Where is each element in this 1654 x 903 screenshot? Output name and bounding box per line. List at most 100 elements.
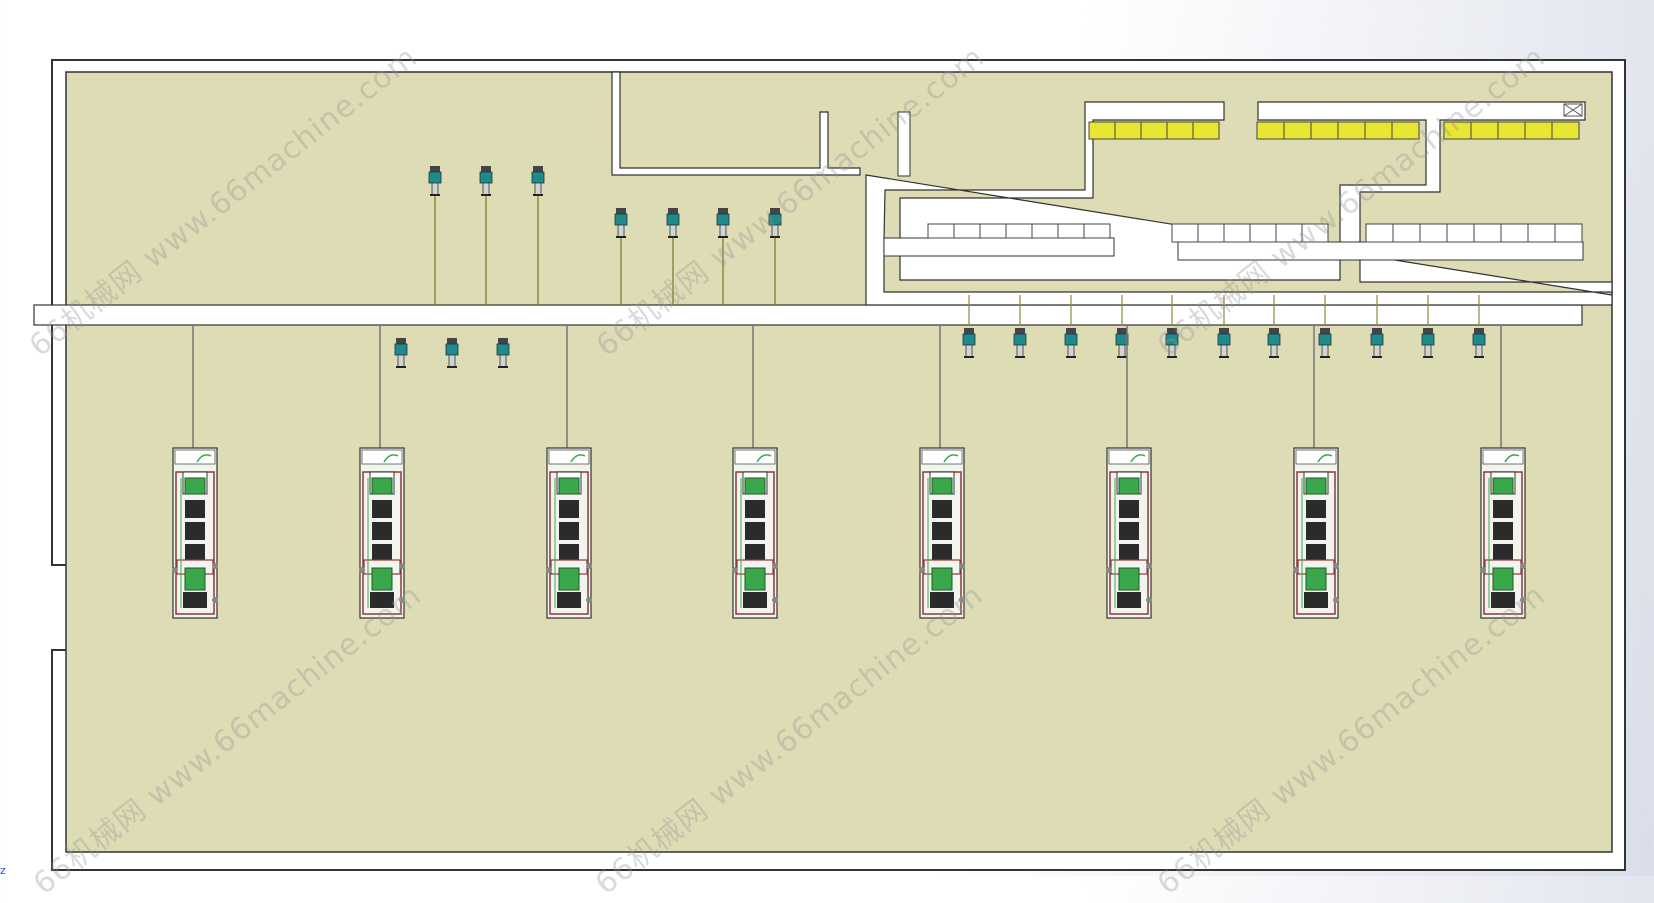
machine-roller [372, 500, 392, 518]
factory-floor-plan: z [0, 59, 1626, 876]
robot-body [1370, 333, 1384, 346]
yellow-storage-cell [1524, 121, 1553, 140]
yellow-storage-cell [1088, 121, 1116, 140]
yellow-storage-cell [1364, 121, 1393, 140]
close-marker-icon [1563, 103, 1583, 117]
machine-green-module [558, 567, 580, 591]
robot-body [394, 343, 408, 356]
machine-roller [372, 522, 392, 540]
machine-bolt [546, 567, 552, 573]
robot-body [1064, 333, 1078, 346]
machine-bolt [772, 563, 778, 569]
robot-head [1269, 328, 1279, 334]
production-machine [919, 325, 965, 619]
robot-base [1118, 344, 1126, 358]
robot-base [965, 344, 973, 358]
robot-base [482, 182, 490, 196]
robot-head [718, 208, 728, 214]
machine-roller [372, 544, 392, 560]
robot-head [616, 208, 626, 214]
robot-arm [394, 338, 408, 368]
robot-body [962, 333, 976, 346]
machine-green-module [931, 567, 953, 591]
yellow-storage-cell [1256, 121, 1285, 140]
machine-roller [932, 522, 952, 540]
robot-body [768, 213, 782, 226]
machine-green-module [1305, 567, 1327, 591]
machine-header [734, 449, 776, 465]
main-corridor [33, 304, 1583, 326]
machine-bolt [212, 563, 218, 569]
robot-base [771, 224, 779, 238]
machine-roller [745, 500, 765, 518]
production-machine [1480, 325, 1526, 619]
machine-base-block [1491, 592, 1515, 608]
robot-head [430, 166, 440, 172]
robot-head [498, 338, 508, 344]
machine-roller [185, 544, 205, 560]
machine-bolt [586, 563, 592, 569]
robot-head [1066, 328, 1076, 334]
office-partition [611, 71, 861, 176]
robot-base [431, 182, 439, 196]
robot-head [1219, 328, 1229, 334]
machine-green-module [744, 477, 766, 495]
white-storage-cell [1223, 223, 1251, 243]
robot-base [1424, 344, 1432, 358]
machine-roller [559, 522, 579, 540]
robot-arm [666, 208, 680, 305]
robot-arm [496, 338, 510, 368]
robot-base [1016, 344, 1024, 358]
robot-body [1421, 333, 1435, 346]
robot-arm [1217, 328, 1231, 358]
robot-head [1423, 328, 1433, 334]
robot-head [1372, 328, 1382, 334]
robot-base [617, 224, 625, 238]
yellow-storage-cell [1443, 121, 1472, 140]
production-machine [546, 325, 592, 619]
robot-base [1220, 344, 1228, 358]
machine-green-module [1492, 567, 1514, 591]
production-machine [359, 325, 405, 619]
machine-roller [1119, 500, 1139, 518]
machine-base-block [183, 592, 207, 608]
machine-roller [1306, 500, 1326, 518]
machine-roller [1119, 522, 1139, 540]
yellow-storage-cell [1192, 121, 1220, 140]
robot-body [496, 343, 510, 356]
yellow-storage-cell [1140, 121, 1168, 140]
machine-header [174, 449, 216, 465]
robot-body [479, 171, 493, 184]
white-storage-cell [1301, 223, 1329, 243]
robot-arm [962, 328, 976, 358]
machine-roller [1493, 544, 1513, 560]
machine-logo [756, 454, 772, 463]
robot-arm [1267, 328, 1281, 358]
machine-green-module [931, 477, 953, 495]
robot-body [1217, 333, 1231, 346]
robot-base [1168, 344, 1176, 358]
machine-green-module [1305, 477, 1327, 495]
white-storage-cell [1446, 223, 1475, 243]
robot-body [716, 213, 730, 226]
yellow-storage-cell [1391, 121, 1420, 140]
robot-arm [1421, 328, 1435, 358]
machine-bolt [919, 567, 925, 573]
machine-bolt [399, 597, 405, 603]
robot-body [1472, 333, 1486, 346]
machine-bolt [399, 563, 405, 569]
machine-green-module [184, 477, 206, 495]
robot-body [614, 213, 628, 226]
robot-base [1373, 344, 1381, 358]
robot-head [770, 208, 780, 214]
white-storage-cell [1249, 223, 1277, 243]
robot-head [1015, 328, 1025, 334]
robot-arm [445, 338, 459, 368]
machine-roller [1493, 522, 1513, 540]
white-storage-cell [1554, 223, 1583, 243]
robot-base [397, 354, 405, 368]
robot-arm [1165, 328, 1179, 358]
machine-bolt [1480, 567, 1486, 573]
yellow-storage-cell [1470, 121, 1499, 140]
machine-roller [932, 544, 952, 560]
